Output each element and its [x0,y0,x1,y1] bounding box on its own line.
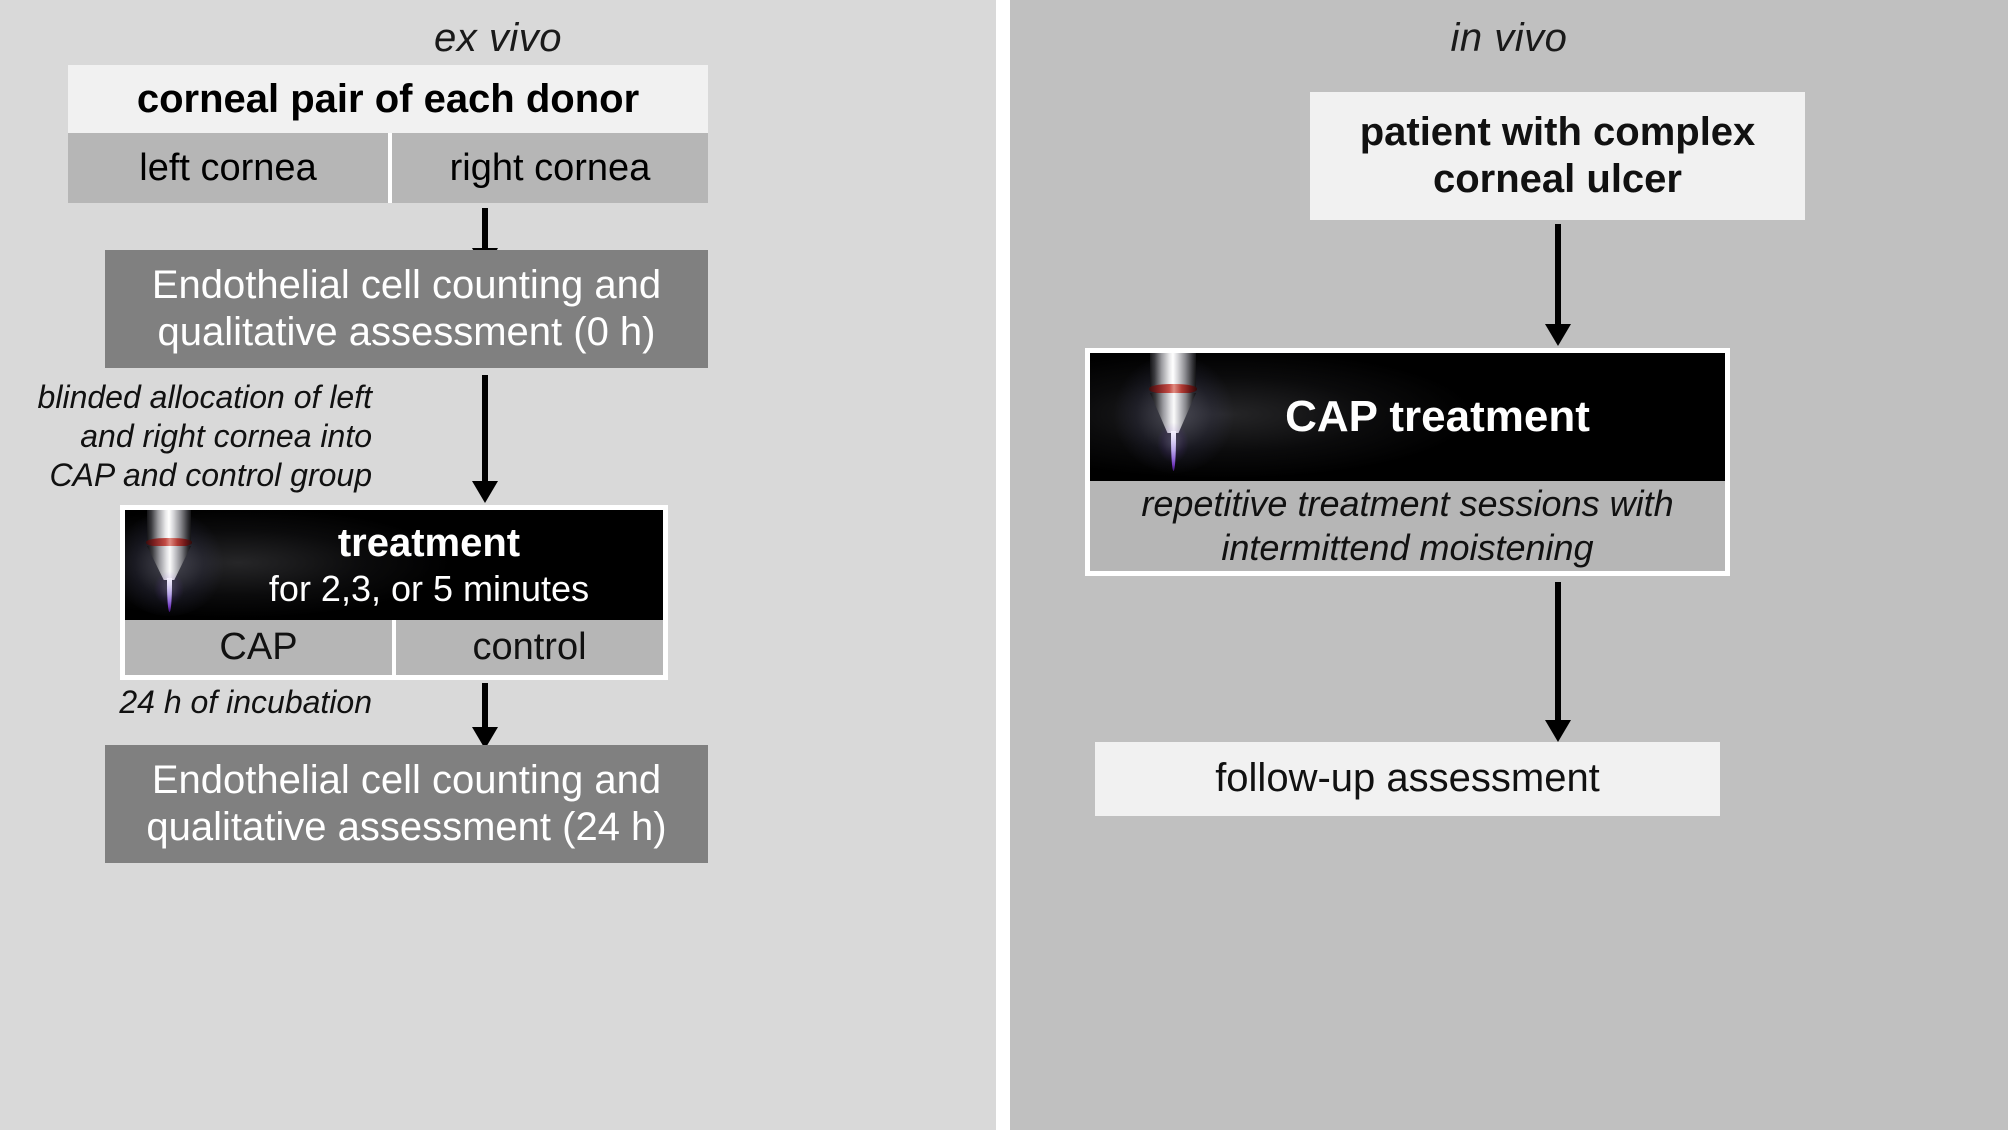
cap-treatment-box: CAP treatment repetitive treatment sessi… [1085,348,1730,576]
arrow-note-incubation: 24 h of incubation [119,684,372,720]
donor-pair-header: corneal pair of each donor [68,65,708,133]
arrow-cap-to-followup [1528,582,1588,742]
cap-treatment-photo: CAP treatment [1090,353,1725,481]
patient-box: patient with complex corneal ulcer [1310,92,1805,220]
donor-cell-right-cornea: right cornea [388,133,708,203]
plasma-jet-icon [125,510,225,620]
plasma-jet-icon [1114,353,1234,481]
panel-in-vivo: in vivo patient with complex corneal ulc… [1010,0,2008,1130]
cap-treatment-label: CAP treatment [1225,391,1590,444]
arrow-patient-to-cap-treatment [1528,224,1588,346]
arrow-note-blinded-allocation: blinded allocation of left and right cor… [37,379,372,494]
panel-title-in-vivo: in vivo [1450,16,1568,60]
panel-ex-vivo: ex vivo corneal pair of each donor left … [0,0,996,1130]
followup-assessment-box: follow-up assessment [1095,742,1720,816]
arrow-treatment-to-assessment-24h [455,683,515,749]
treatment-group-row: CAP control [125,620,663,675]
assessment-24h-box: Endothelial cell counting and qualitativ… [105,745,708,863]
donor-pair-box: corneal pair of each donor left cornea r… [68,65,708,203]
treatment-label-line2: for 2,3, or 5 minutes [268,568,590,610]
cap-treatment-subtitle: repetitive treatment sessions with inter… [1090,481,1725,571]
panel-title-ex-vivo: ex vivo [434,16,562,60]
treatment-label: treatment for 2,3, or 5 minutes [199,519,589,610]
arrow-assessment-to-treatment [455,375,515,503]
treatment-cell-control: control [392,620,663,675]
treatment-cell-cap: CAP [219,626,298,668]
treatment-label-line1: treatment [337,521,521,566]
treatment-photo: treatment for 2,3, or 5 minutes [125,510,663,620]
donor-pair-row: left cornea right cornea [68,133,708,203]
treatment-box: treatment for 2,3, or 5 minutes CAP cont… [120,505,668,680]
assessment-0h-box: Endothelial cell counting and qualitativ… [105,250,708,368]
donor-cell-left-cornea: left cornea [68,133,388,203]
cap-treatment-label-text: CAP treatment [1285,391,1590,441]
